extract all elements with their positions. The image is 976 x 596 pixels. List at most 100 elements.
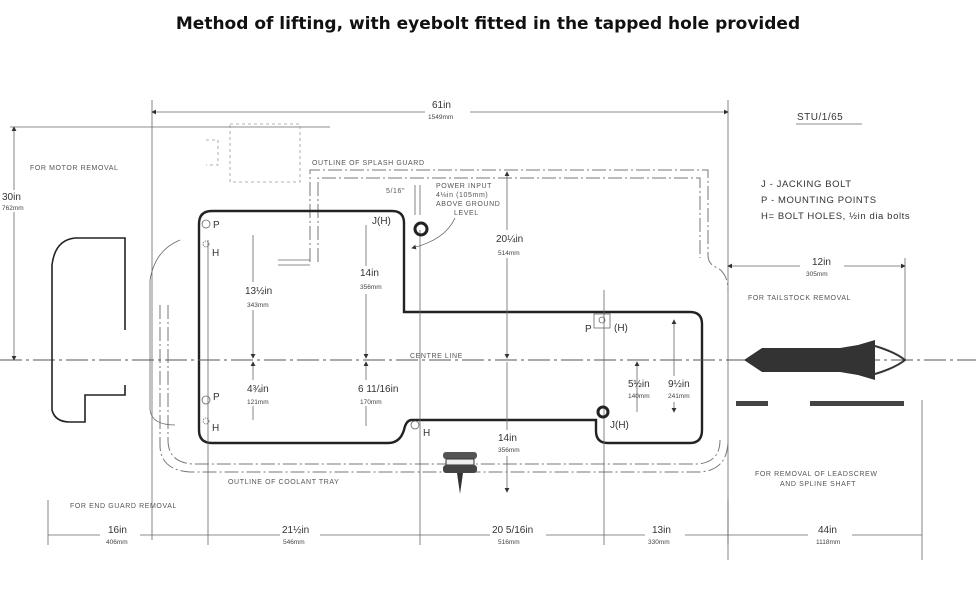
drawing-stroke (355, 380, 399, 406)
label: (H) (614, 323, 628, 334)
drawing-stroke (457, 473, 463, 494)
drawing-stroke (1, 190, 31, 212)
label: H (212, 248, 219, 259)
mounting-points: P H P H H J(H) P(H) J(H) (201, 216, 629, 439)
label: 14in (498, 433, 517, 444)
drawing-stroke (425, 98, 470, 122)
drawing-stroke (874, 345, 907, 375)
splash-guard-note: OUTLINE OF SPLASH GUARD (312, 160, 425, 167)
label: 12in (812, 257, 831, 268)
power-input-note: POWER INPUT 4⅛in (105mm) ABOVE GROUND LE… (386, 183, 500, 250)
drawing-stroke (167, 305, 721, 465)
label: 170mm (360, 399, 382, 406)
label: H (212, 423, 219, 434)
label: 1118mm (816, 539, 840, 546)
label: 121mm (247, 399, 269, 406)
drawing-stroke (443, 465, 477, 473)
drawing-stroke: 21½in 546mm (280, 522, 320, 548)
label: FOR TAILSTOCK REMOVAL (748, 295, 851, 302)
label: 546mm (283, 539, 305, 546)
drawing-stroke (240, 380, 280, 406)
label: 16in (108, 525, 127, 536)
legend: STU/1/65 J - JACKING BOLT P - MOUNTING P… (761, 112, 910, 222)
label: POWER INPUT (436, 183, 492, 190)
coolant-tray-outline (159, 305, 729, 473)
label: 4⅛in (105mm) (436, 192, 488, 199)
drawing-stroke (596, 405, 610, 419)
centre-line-label: CENTRE LINE (410, 353, 463, 360)
label: 241mm (668, 393, 690, 400)
label: H= BOLT HOLES, ½in dia bolts (761, 211, 910, 222)
label: AND SPLINE SHAFT (780, 481, 856, 488)
drawing-stroke: 44in 1118mm (808, 522, 852, 548)
label: 343mm (247, 302, 269, 309)
coolant-tray-note: OUTLINE OF COOLANT TRAY (228, 479, 339, 486)
drawing-stroke: 16in 406mm (100, 522, 140, 548)
drawing-stroke (201, 395, 211, 405)
machine-base-outline (197, 209, 704, 445)
drawing-ref: STU/1/65 (797, 112, 843, 123)
label: 356mm (498, 447, 520, 454)
dim-mm: 1549mm (428, 114, 453, 121)
label: 13½in (245, 286, 272, 297)
drawing-stroke (280, 522, 320, 548)
label: 330mm (648, 539, 670, 546)
motor-removal-note: FOR MOTOR REMOVAL (30, 165, 119, 172)
label: 305mm (806, 271, 828, 278)
label: 9½in (668, 379, 690, 390)
drawing-stroke (666, 376, 700, 402)
label: 44in (818, 525, 837, 536)
label: H (423, 428, 430, 439)
label: 514mm (498, 250, 520, 257)
label: 13in (652, 525, 671, 536)
tailstock-removal: 12in 305mm FOR TAILSTOCK REMOVAL FOR REMO… (727, 256, 923, 560)
drawing-stroke (593, 313, 611, 329)
drawing-stroke (736, 401, 768, 406)
label: 6 11/16in (358, 384, 398, 395)
drawing-stroke (202, 417, 210, 425)
drawing-stroke: 13in 330mm (645, 522, 685, 548)
drawing-stroke (202, 240, 210, 248)
label: 4¾in (247, 384, 269, 395)
label: P (213, 392, 220, 403)
label: J - JACKING BOLT (761, 179, 852, 190)
drawing-stroke (800, 256, 844, 280)
drawing-stroke (490, 522, 546, 548)
drawing-stroke (240, 282, 280, 310)
drawing-stroke (810, 401, 904, 406)
label: 356mm (360, 284, 382, 291)
motor-removal-dimension: FOR MOTOR REMOVAL 30in 762mm (1, 123, 330, 361)
drawing-stroke (149, 239, 181, 426)
motor-outline (229, 123, 301, 183)
drawing-stroke (410, 420, 420, 430)
label: 140mm (628, 393, 650, 400)
drawing-title: Method of lifting, with eyebolt fitted i… (175, 14, 801, 34)
drawing-stroke (413, 221, 429, 237)
motor-box (206, 139, 219, 166)
dim-in: 30in (2, 192, 21, 203)
overall-length-dimension: 61in 1549mm (151, 98, 729, 560)
drawing-stroke (443, 452, 477, 459)
label: FOR REMOVAL OF LEADSCREW (755, 471, 878, 478)
clearance-label: 5/16" (386, 188, 405, 195)
label: J(H) (610, 420, 629, 431)
drawing-stroke (598, 316, 606, 324)
drawing-stroke (201, 219, 211, 229)
label: LEVEL (454, 210, 479, 217)
label: 20¼in (496, 233, 523, 245)
label: 21½in (282, 525, 309, 536)
tailstock-handle-icon (744, 340, 875, 380)
label: P - MOUNTING POINTS (761, 195, 877, 206)
label: 406mm (106, 539, 128, 546)
end-guard (51, 237, 126, 423)
drawing-stroke (408, 350, 478, 359)
label: P (213, 220, 220, 231)
drawing-stroke (355, 266, 391, 294)
dim-in: 61in (432, 100, 451, 111)
label: 14in (360, 268, 379, 279)
drawing-stroke (494, 230, 536, 258)
label: ABOVE GROUND (436, 201, 500, 208)
